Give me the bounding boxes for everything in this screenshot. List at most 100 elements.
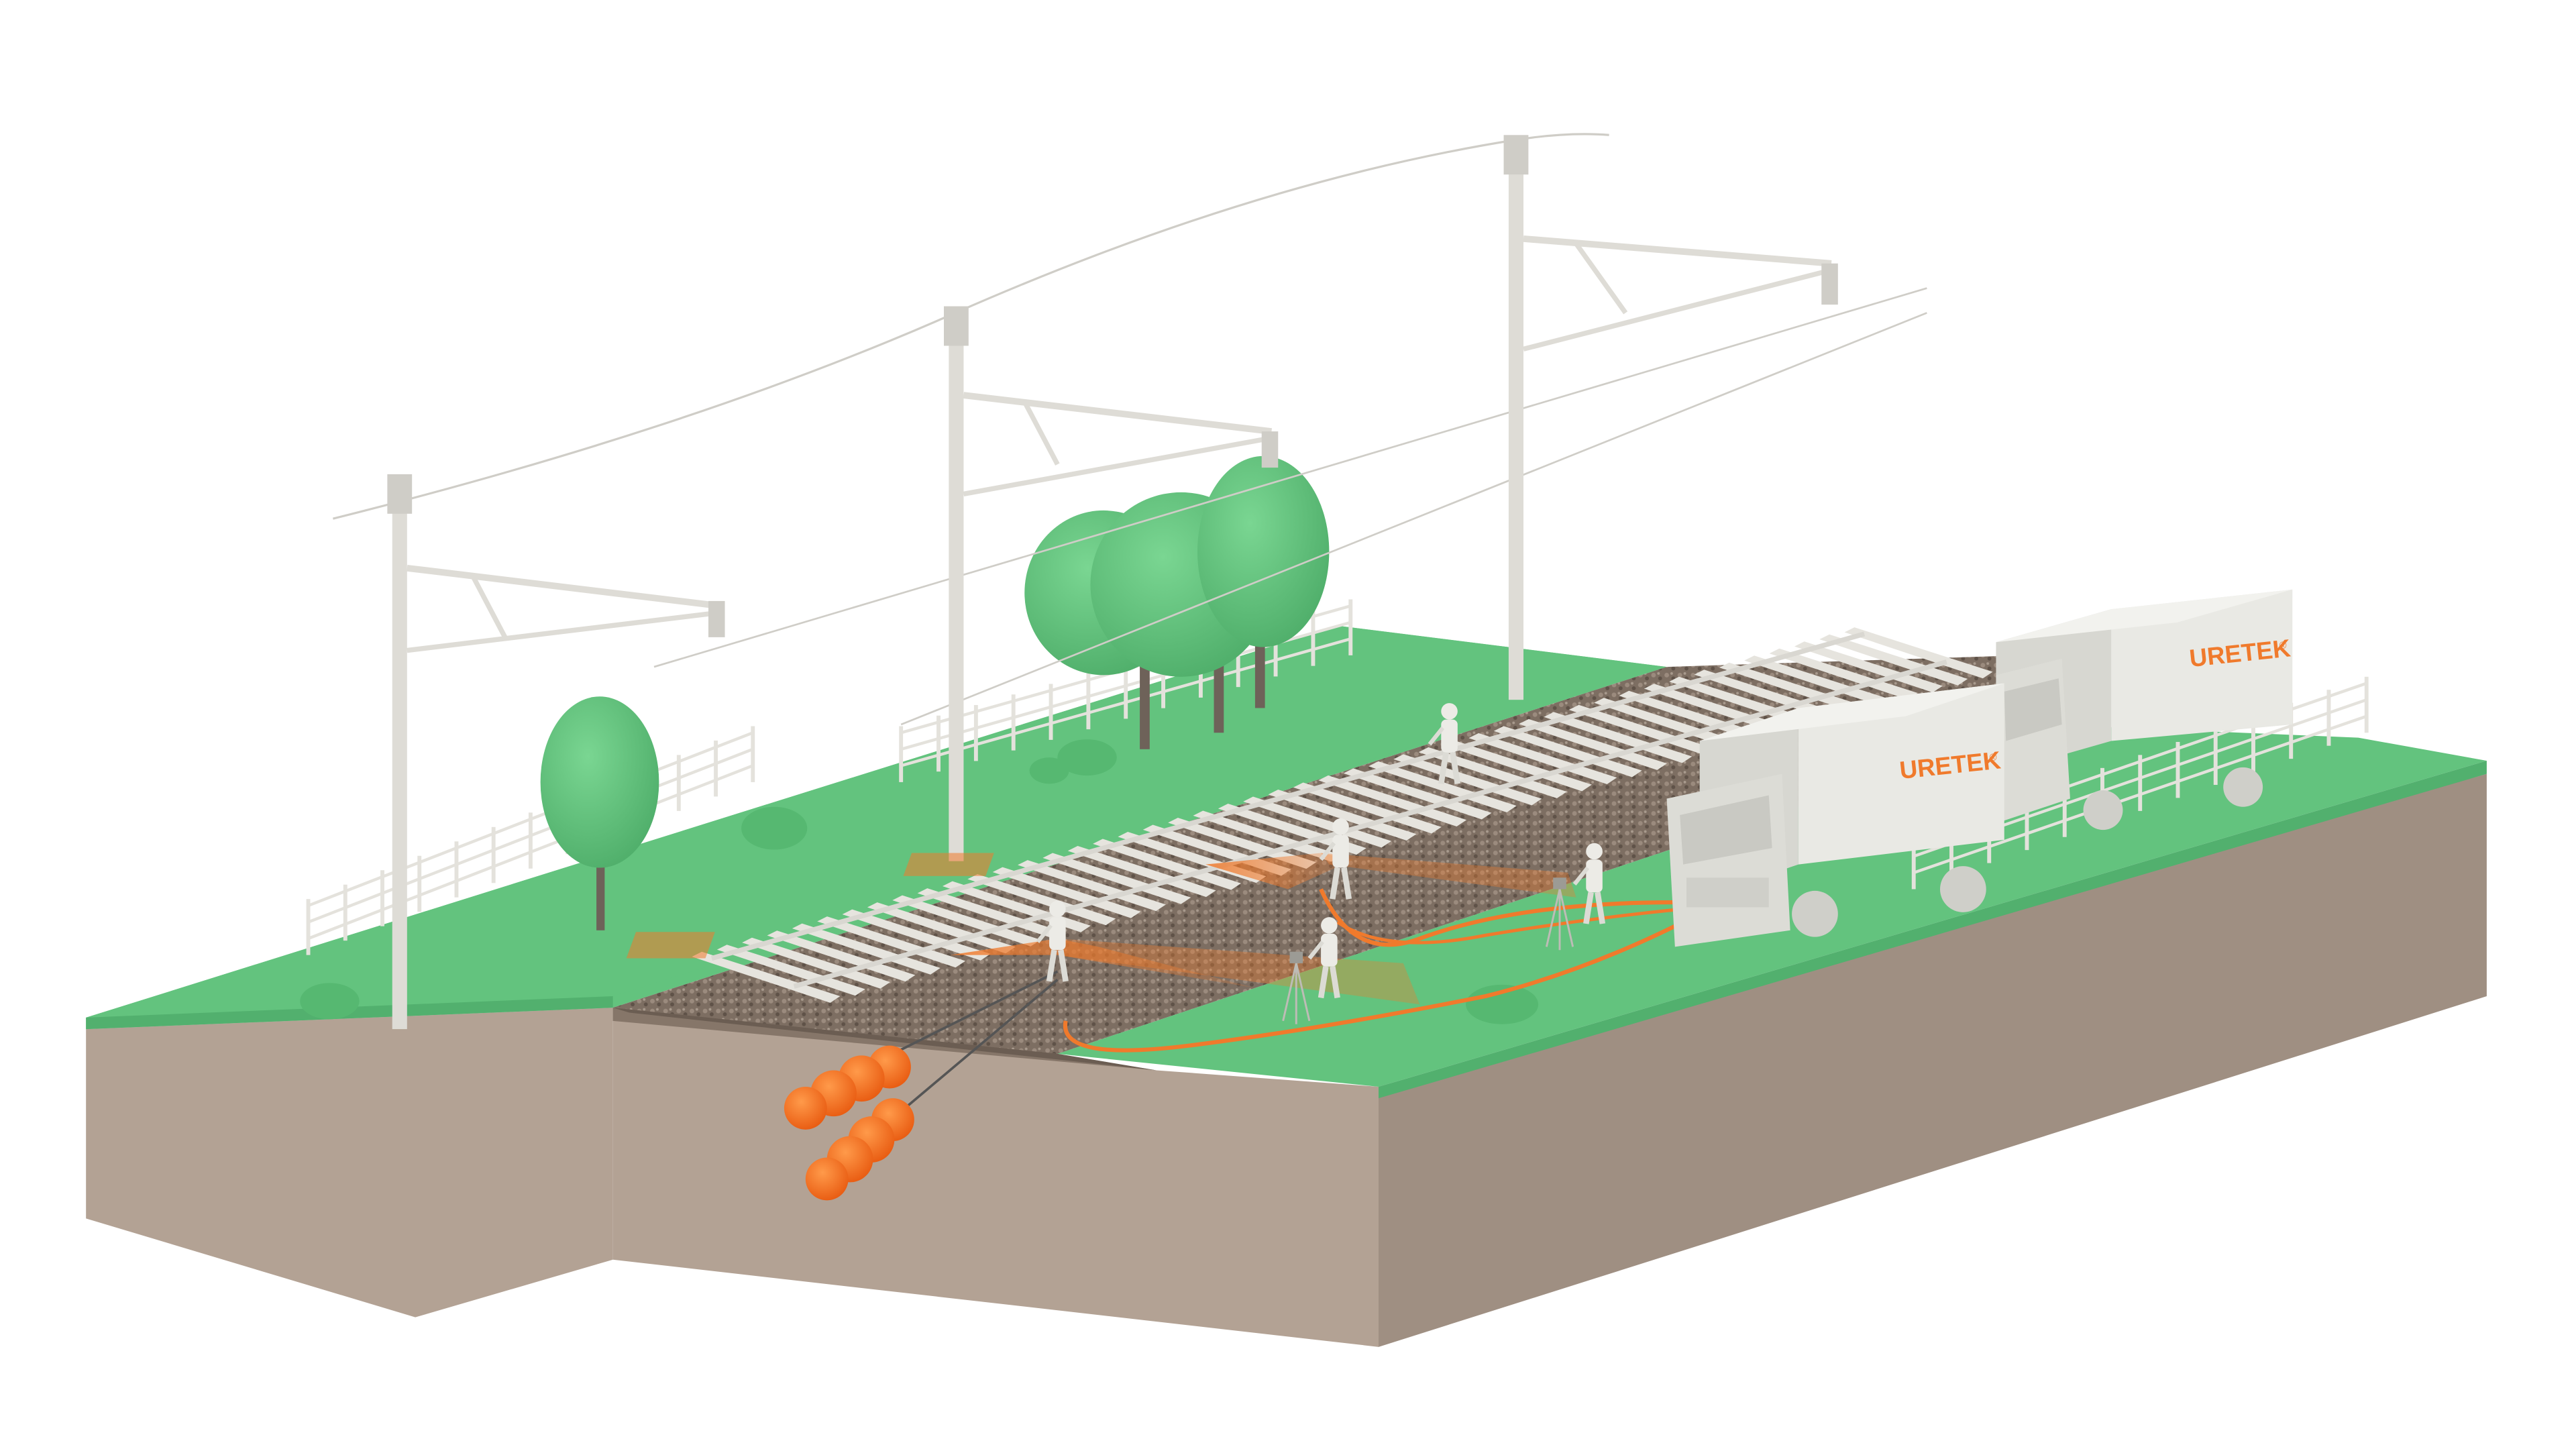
sleeper: [1018, 860, 1166, 912]
truck-box-top: [1996, 589, 2293, 643]
worker-torso: [1441, 719, 1458, 753]
bush: [300, 983, 360, 1020]
worker-arm: [1307, 941, 1324, 960]
fence-rail: [307, 764, 754, 941]
worker-icon: [1572, 843, 1606, 924]
contact-wire: [900, 312, 1927, 726]
survey-tripod: [1282, 951, 1311, 1024]
survey-instrument: [1553, 877, 1566, 890]
tripod-leg: [1558, 889, 1574, 947]
fence-post: [899, 726, 904, 782]
worker-head: [1441, 703, 1458, 720]
fence-post: [751, 726, 755, 782]
sleeper: [892, 895, 1041, 947]
worker-leg: [1058, 949, 1069, 982]
fence-post: [528, 812, 533, 869]
fence-post: [2025, 794, 2029, 851]
tree-icon: [1197, 455, 1330, 708]
sleeper: [1844, 627, 1993, 679]
sleeper: [867, 902, 1016, 954]
worker-leg: [1330, 966, 1340, 999]
worker-icon: [1036, 900, 1069, 982]
sleeper: [1544, 712, 1693, 763]
truck-logo-mark: ®: [2279, 641, 2287, 651]
sleeper: [1468, 733, 1617, 784]
injection-pad: [626, 932, 715, 959]
fence-post: [2138, 755, 2143, 811]
worker-leg: [1450, 752, 1461, 785]
truck-windshield: [2004, 678, 2062, 741]
fence-post: [1311, 610, 1316, 666]
fence-post: [1161, 652, 1166, 708]
worker-leg: [1438, 752, 1449, 785]
fence-post: [973, 704, 978, 761]
truck-wheel: [1792, 890, 1838, 937]
sleeper: [817, 916, 966, 968]
sleeper: [1168, 818, 1317, 869]
fence-post: [2062, 781, 2067, 837]
fence-rail: [307, 731, 754, 908]
fence-post: [2176, 741, 2180, 798]
fence-post: [2364, 676, 2369, 733]
truck-logo-mark: ®: [1990, 753, 1997, 763]
fence-post: [2213, 729, 2218, 785]
injection-tube: [900, 979, 1059, 1113]
truck-icon: URETEK ®: [1996, 589, 2293, 830]
sleeper: [1343, 768, 1492, 820]
trees: [300, 455, 1539, 1024]
fence-left: [306, 726, 755, 955]
truck-grille: [1686, 877, 1769, 908]
soil-side-face: [1379, 773, 2487, 1347]
worker-leg: [1595, 892, 1606, 924]
sleeper: [1493, 726, 1642, 777]
fence-post: [1273, 620, 1278, 677]
sleeper: [1568, 704, 1717, 756]
fence-post: [714, 740, 718, 797]
sleeper: [1619, 690, 1768, 742]
worker-arm: [1428, 726, 1445, 746]
sleeper: [792, 923, 941, 975]
catenary-pole-icon: [387, 474, 725, 1030]
sleeper: [1293, 782, 1442, 834]
sleeper: [716, 945, 865, 996]
sleeper: [1594, 698, 1743, 749]
fence-post: [1124, 662, 1128, 719]
sleeper: [842, 909, 991, 961]
sleeper: [1368, 761, 1517, 812]
fence-post: [2289, 702, 2294, 759]
worker-leg: [1046, 949, 1057, 982]
truck-box-side: [2111, 589, 2293, 741]
sleeper: [1093, 839, 1241, 890]
injection-hose: [1336, 907, 1684, 945]
sleeper: [692, 951, 841, 1003]
sleeper: [1644, 684, 1792, 735]
truck-wheel: [2083, 790, 2123, 830]
sleeper: [1318, 775, 1467, 827]
worker-torso: [1332, 835, 1349, 868]
fence-post: [454, 841, 459, 898]
ballast-slope-dark: [612, 1008, 1157, 1071]
worker-torso: [1049, 917, 1066, 951]
fence-post: [2251, 716, 2255, 772]
injection-fan: [1205, 853, 1354, 890]
workers: [1036, 703, 1606, 1024]
injection-fan: [1321, 853, 1576, 898]
catenary-system: [332, 133, 1927, 1030]
fence-post: [676, 755, 681, 811]
fence-post: [2326, 690, 2331, 746]
sleeper: [1444, 740, 1592, 792]
worker-arm: [1572, 866, 1590, 886]
injection-hose: [1063, 920, 1684, 1053]
worker-leg: [1318, 966, 1329, 999]
worker-icon: [1307, 917, 1340, 999]
fence-post: [1348, 599, 1353, 655]
rail: [793, 659, 1947, 989]
injection-zones: [626, 853, 1684, 1053]
contact-wire: [653, 287, 1927, 668]
sleeper: [1268, 789, 1417, 841]
sleeper: [967, 874, 1116, 926]
fence-post: [1911, 833, 1916, 890]
tripod-leg: [1295, 963, 1311, 1022]
fence-post: [380, 870, 384, 926]
